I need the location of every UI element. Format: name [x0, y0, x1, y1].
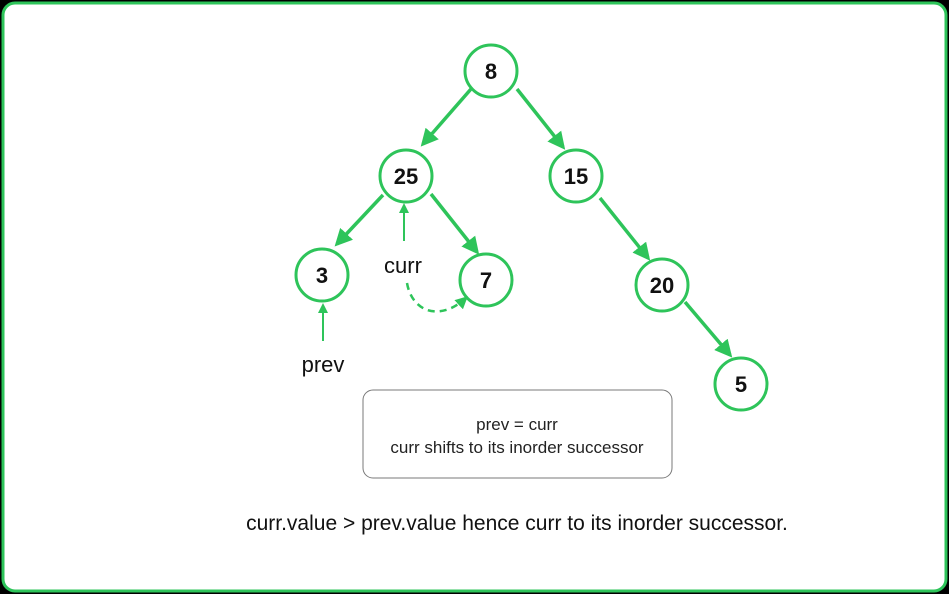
note-box: prev = curr curr shifts to its inorder s…	[362, 389, 673, 479]
curr-move-arrow	[405, 282, 468, 313]
tree-node-8: 8	[463, 43, 519, 99]
edge-25-3	[334, 193, 385, 247]
tree-node-5: 5	[713, 356, 769, 412]
curr-label: curr	[384, 253, 422, 278]
edge-8-15	[515, 87, 566, 150]
node-label-5: 5	[735, 372, 747, 397]
edge-25-7	[429, 192, 480, 255]
node-label-25: 25	[394, 164, 418, 189]
node-label-20: 20	[650, 273, 674, 298]
edge-15-20	[598, 196, 651, 261]
curr-pointer: curr	[384, 203, 468, 313]
note-line-2: curr shifts to its inorder successor	[390, 438, 644, 457]
node-label-8: 8	[485, 59, 497, 84]
edge-20-5	[683, 300, 733, 358]
tree-node-15: 15	[548, 148, 604, 204]
tree-edges	[334, 87, 733, 358]
edge-8-25	[420, 87, 473, 147]
tree-node-3: 3	[294, 247, 350, 303]
tree-nodes: 8 25 15 3 7 20 5	[294, 43, 769, 412]
tree-node-20: 20	[634, 257, 690, 313]
prev-label: prev	[302, 352, 345, 377]
node-label-7: 7	[480, 268, 492, 293]
node-label-15: 15	[564, 164, 588, 189]
caption-text: curr.value > prev.value hence curr to it…	[246, 512, 788, 535]
tree-node-7: 7	[458, 252, 514, 308]
prev-pointer: prev	[302, 303, 345, 377]
node-label-3: 3	[316, 263, 328, 288]
tree-node-25: 25	[378, 148, 434, 204]
note-line-1: prev = curr	[476, 415, 558, 434]
